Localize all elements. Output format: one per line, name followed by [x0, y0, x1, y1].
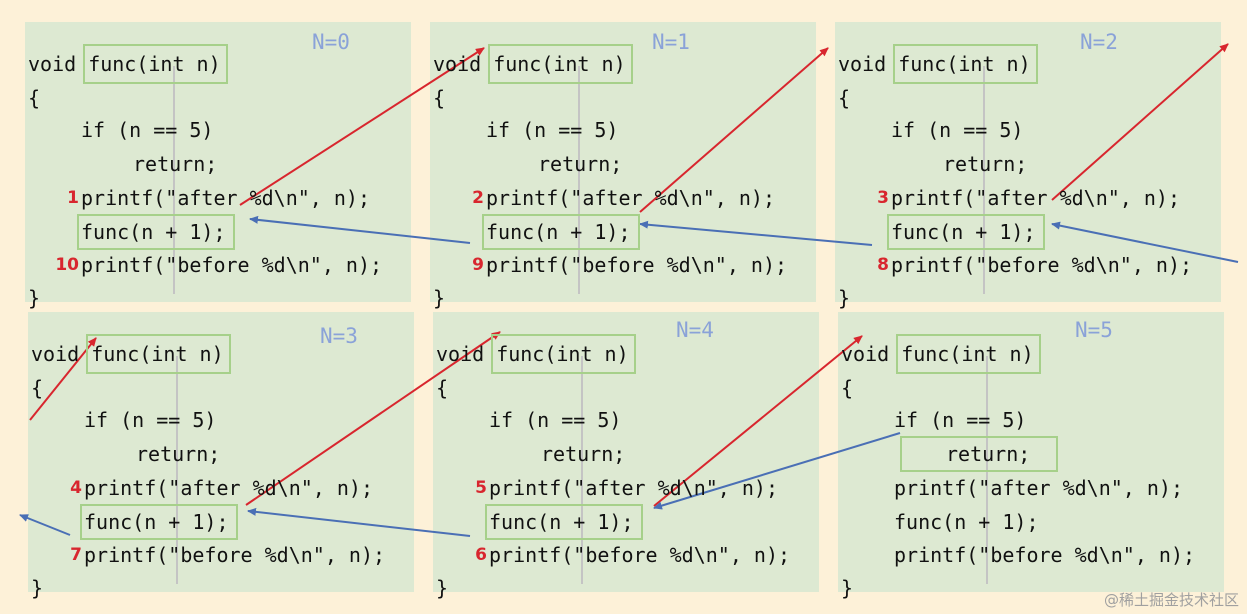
recursive-call: func(n + 1);	[891, 220, 1036, 244]
step-number-after: 2	[472, 188, 484, 208]
if-statement: if (n == 5)	[894, 408, 1027, 432]
function-signature: func(int n)	[898, 52, 1031, 76]
recursive-call: func(n + 1);	[84, 510, 229, 534]
void-keyword: void	[28, 52, 77, 76]
void-keyword: void	[436, 342, 485, 366]
signature-highlight	[488, 44, 633, 84]
guide-line	[173, 66, 175, 294]
recursion-depth-label: N=1	[652, 30, 690, 54]
return-statement: return;	[133, 152, 218, 176]
step-number-after: 1	[67, 188, 79, 208]
printf-before: printf("before %d\n", n);	[486, 253, 788, 277]
signature-highlight	[491, 334, 636, 374]
if-statement: if (n == 5)	[84, 408, 217, 432]
guide-line	[983, 66, 985, 294]
recursion-depth-label: N=4	[676, 318, 714, 342]
return-highlight	[900, 436, 1058, 472]
return-statement: return;	[946, 442, 1031, 466]
open-brace: {	[28, 86, 41, 110]
return-statement: return;	[538, 152, 623, 176]
recursive-call: func(n + 1);	[486, 220, 631, 244]
call-highlight	[887, 214, 1046, 250]
recursion-depth-label: N=0	[312, 30, 350, 54]
printf-after: printf("after %d\n", n);	[894, 476, 1183, 500]
signature-highlight	[83, 44, 228, 84]
watermark: @稀土掘金技术社区	[1103, 591, 1239, 609]
printf-after: printf("after %d\n", n);	[486, 186, 775, 210]
if-statement: if (n == 5)	[486, 118, 619, 142]
printf-after: printf("after %d\n", n);	[891, 186, 1180, 210]
close-brace: }	[436, 576, 449, 600]
guide-line	[176, 356, 178, 584]
printf-after: printf("after %d\n", n);	[84, 476, 373, 500]
close-brace: }	[838, 286, 851, 310]
open-brace: {	[838, 86, 851, 110]
step-number-before: 8	[877, 255, 889, 275]
printf-before: printf("before %d\n", n);	[81, 253, 383, 277]
return-statement: return;	[943, 152, 1028, 176]
step-number-after: 5	[475, 478, 487, 498]
call-highlight	[485, 504, 644, 540]
if-statement: if (n == 5)	[891, 118, 1024, 142]
printf-before: printf("before %d\n", n);	[489, 543, 791, 567]
close-brace: }	[28, 286, 41, 310]
printf-before: printf("before %d\n", n);	[891, 253, 1193, 277]
guide-line	[578, 66, 580, 294]
signature-highlight	[896, 334, 1041, 374]
printf-after: printf("after %d\n", n);	[81, 186, 370, 210]
step-number-before: 6	[475, 545, 487, 565]
guide-line	[581, 356, 583, 584]
open-brace: {	[433, 86, 446, 110]
call-highlight	[77, 214, 236, 250]
recursive-call: func(n + 1);	[81, 220, 226, 244]
function-signature: func(int n)	[91, 342, 224, 366]
printf-before: printf("before %d\n", n);	[894, 543, 1196, 567]
function-signature: func(int n)	[901, 342, 1034, 366]
recursive-call: func(n + 1);	[894, 510, 1039, 534]
code-panel	[838, 312, 1224, 592]
step-number-before: 7	[70, 545, 82, 565]
void-keyword: void	[838, 52, 887, 76]
step-number-before: 9	[472, 255, 484, 275]
printf-before: printf("before %d\n", n);	[84, 543, 386, 567]
close-brace: }	[433, 286, 446, 310]
close-brace: }	[841, 576, 854, 600]
function-signature: func(int n)	[496, 342, 629, 366]
if-statement: if (n == 5)	[489, 408, 622, 432]
call-highlight	[482, 214, 641, 250]
if-statement: if (n == 5)	[81, 118, 214, 142]
open-brace: {	[841, 376, 854, 400]
function-signature: func(int n)	[493, 52, 626, 76]
return-statement: return;	[136, 442, 221, 466]
open-brace: {	[436, 376, 449, 400]
recursion-depth-label: N=2	[1080, 30, 1118, 54]
return-statement: return;	[541, 442, 626, 466]
open-brace: {	[31, 376, 44, 400]
close-brace: }	[31, 576, 44, 600]
signature-highlight	[86, 334, 231, 374]
call-highlight	[80, 504, 239, 540]
printf-after: printf("after %d\n", n);	[489, 476, 778, 500]
recursion-depth-label: N=3	[320, 324, 358, 348]
recursive-call: func(n + 1);	[489, 510, 634, 534]
void-keyword: void	[31, 342, 80, 366]
signature-highlight	[893, 44, 1038, 84]
step-number-before: 10	[55, 255, 79, 275]
step-number-after: 4	[70, 478, 82, 498]
void-keyword: void	[841, 342, 890, 366]
function-signature: func(int n)	[88, 52, 221, 76]
recursion-depth-label: N=5	[1075, 318, 1113, 342]
step-number-after: 3	[877, 188, 889, 208]
void-keyword: void	[433, 52, 482, 76]
